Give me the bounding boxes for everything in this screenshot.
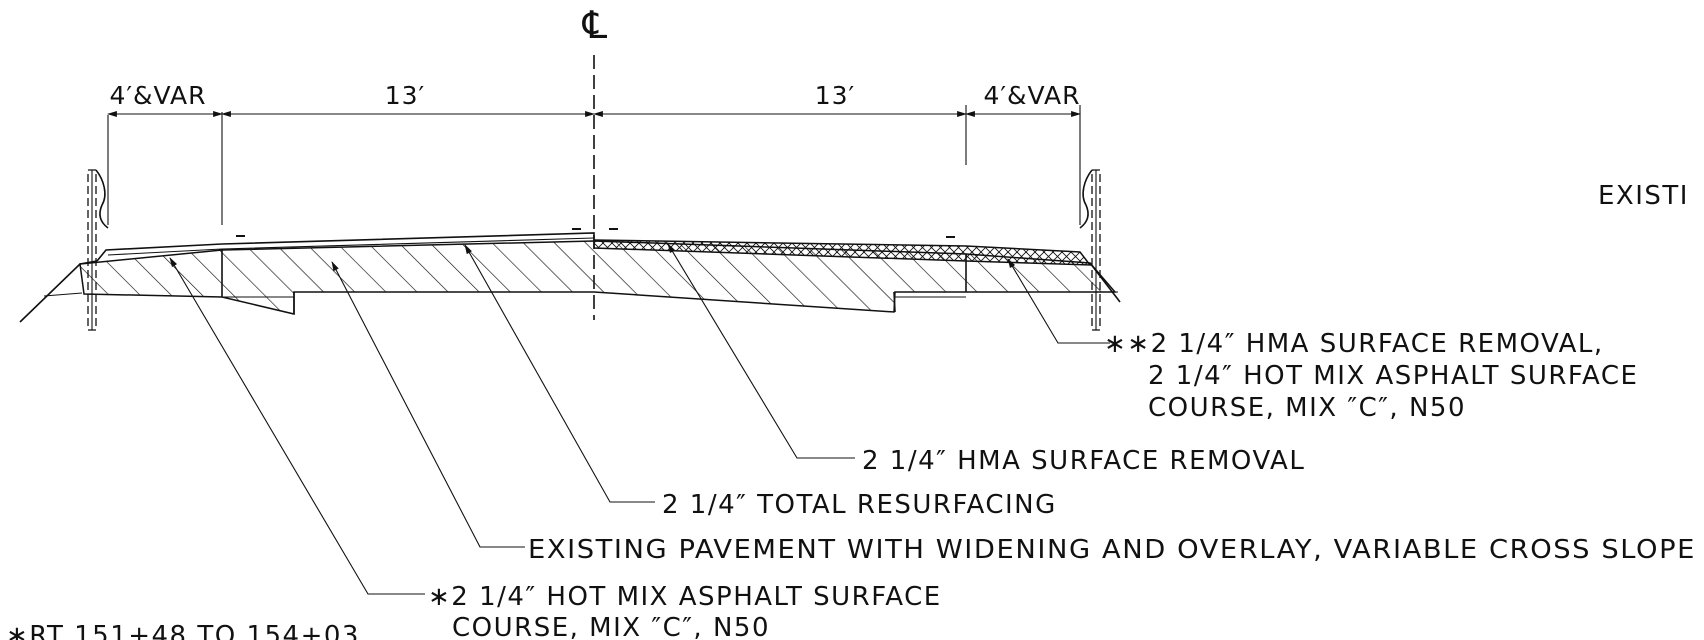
leader-total-resurfacing [464,244,655,503]
side-slope-left [19,260,98,323]
callout-surface-removal-right-line1: ∗∗2 1/4″ HMA SURFACE REMOVAL, [1104,329,1604,359]
dim-label-left-lane: 13′ [385,81,426,110]
leader-surface-removal-right [1007,258,1110,344]
callout-total-resurfacing: 2 1/4″ TOTAL RESURFACING [662,490,1057,520]
foreslope-left [43,292,83,297]
dim-label-right-lane: 13′ [815,81,856,110]
dimension-line: 4′&VAR 13′ 13′ 4′&VAR [107,81,1081,225]
callout-hot-mix-left-line2: COURSE, MIX ″C″, N50 [452,613,770,640]
callout-existing-pavement: EXISTING PAVEMENT WITH WIDENING AND OVER… [528,535,1696,565]
callout-hma-removal: 2 1/4″ HMA SURFACE REMOVAL [862,446,1305,476]
callout-hot-mix-left-line1: ∗2 1/4″ HOT MIX ASPHALT SURFACE [428,582,942,612]
side-slope-right [1089,262,1121,303]
leader-existing-pavement [331,261,525,548]
note-existing-cut: EXISTI [1598,181,1689,211]
guardrail-right [1079,169,1101,331]
callout-surface-removal-right-line3: COURSE, MIX ″C″, N50 [1148,393,1466,423]
left-surface-middle [107,237,595,256]
dim-label-left-shoulder: 4′&VAR [109,81,206,110]
left-surface-top [96,232,595,262]
guardrail-left [87,169,109,331]
callouts: ∗∗2 1/4″ HMA SURFACE REMOVAL, 2 1/4″ HOT… [6,181,1696,640]
dim-label-right-shoulder: 4′&VAR [983,81,1080,110]
right-surface-removal-layer [593,239,1092,266]
pavement-section [19,228,1121,323]
leader-lines [169,243,1110,595]
centerline-symbol: ℄ [582,3,608,47]
callout-surface-removal-right-line2: 2 1/4″ HOT MIX ASPHALT SURFACE [1148,361,1638,391]
leader-hma-removal [667,243,855,459]
widening-joint-right-inner [893,291,896,313]
leader-hot-mix-left [169,257,425,595]
note-station: ∗RT 151+48 TO 154+03 [6,621,360,640]
